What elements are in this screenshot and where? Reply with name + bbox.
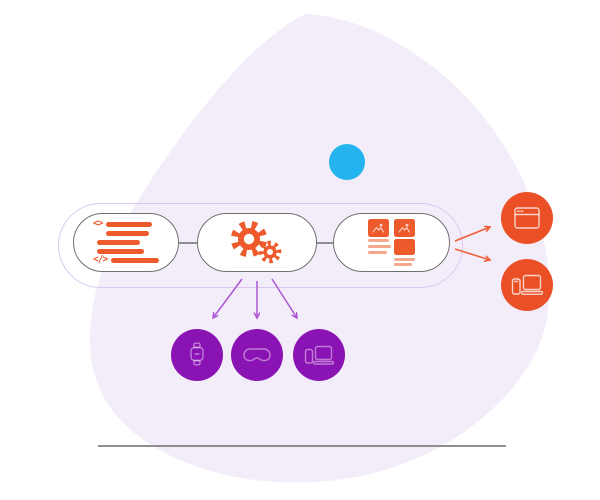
output-phone-laptop bbox=[501, 259, 553, 311]
output-smartwatch bbox=[171, 329, 223, 381]
stage-wireframe-layout bbox=[333, 213, 450, 272]
gear-large bbox=[230, 220, 268, 257]
gear-small bbox=[258, 240, 282, 263]
baseline-rule bbox=[98, 445, 506, 447]
stage-processing bbox=[197, 213, 317, 272]
stage-connector bbox=[178, 242, 198, 244]
stage-source-code: <> </> bbox=[73, 213, 179, 272]
browser-window-icon bbox=[514, 207, 540, 229]
output-phone-laptop-mobile bbox=[293, 329, 345, 381]
wireframe-layout-icon bbox=[368, 218, 415, 267]
output-vr-headset bbox=[231, 329, 283, 381]
image-placeholder-tile bbox=[394, 218, 415, 237]
stage-connector bbox=[316, 242, 334, 244]
image-placeholder-tile bbox=[368, 218, 389, 237]
phone-laptop-icon bbox=[511, 274, 543, 295]
pipeline-capsule bbox=[58, 203, 463, 288]
smartwatch-icon bbox=[190, 342, 204, 366]
code-icon: <> </> bbox=[93, 218, 159, 265]
code-close-glyph: </> bbox=[93, 253, 108, 265]
mountain-icon bbox=[398, 223, 410, 233]
content-block bbox=[394, 239, 415, 255]
blue-dot bbox=[329, 144, 365, 180]
gears-icon bbox=[230, 220, 282, 263]
mountain-icon bbox=[372, 223, 384, 233]
phone-laptop-icon bbox=[304, 345, 334, 365]
vr-headset-icon bbox=[243, 348, 271, 362]
output-web-browser bbox=[501, 192, 553, 244]
code-open-glyph: <> bbox=[93, 218, 104, 230]
